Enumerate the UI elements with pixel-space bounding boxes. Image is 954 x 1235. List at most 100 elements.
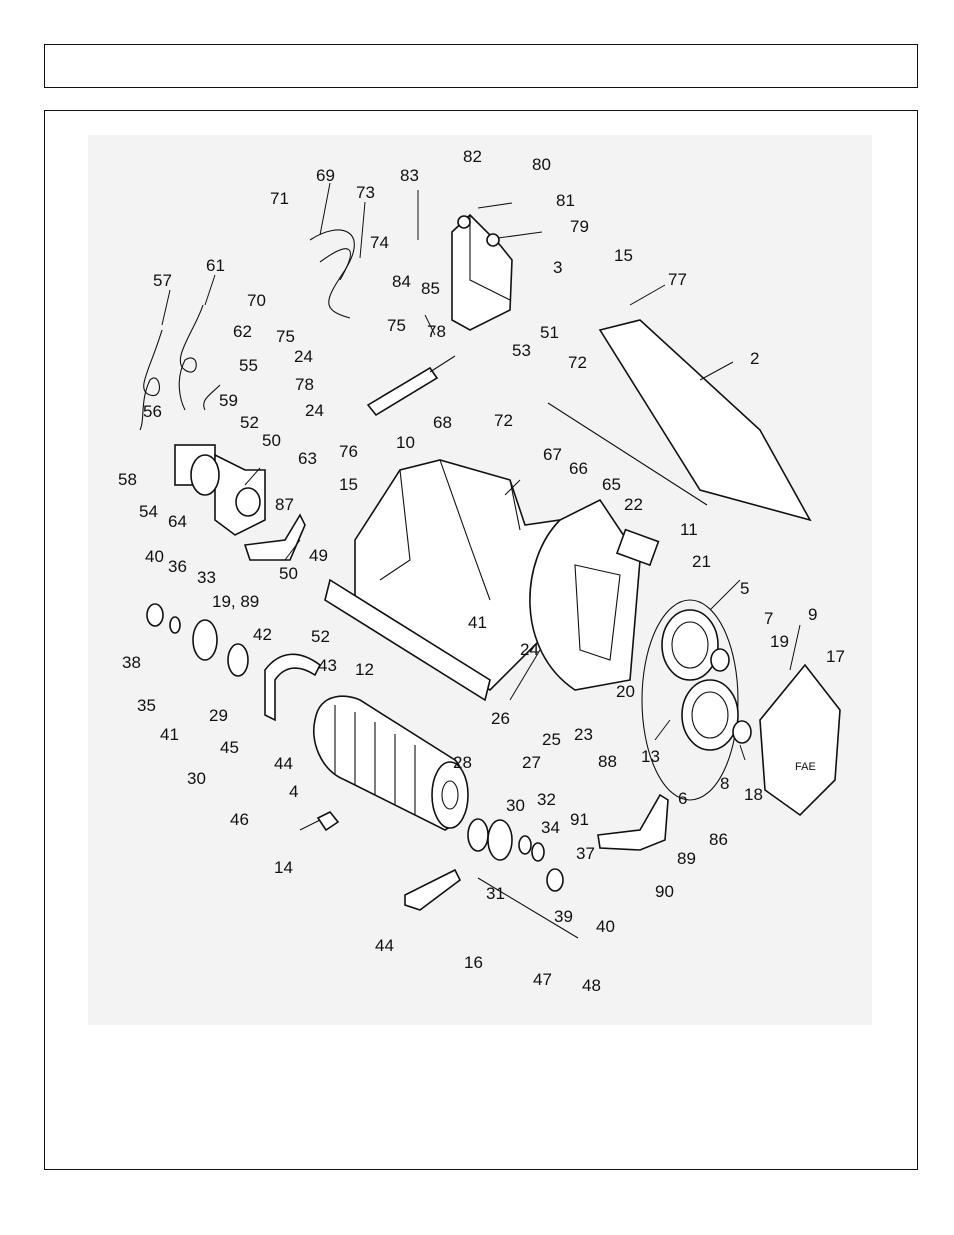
callout-21: 21 xyxy=(692,552,711,571)
hydraulic-hose-55 xyxy=(203,384,221,411)
drive-belt xyxy=(641,599,739,801)
callout-77: 77 xyxy=(668,270,687,289)
callout-40a: 40 xyxy=(145,547,164,566)
callout-72b: 72 xyxy=(494,411,513,430)
callout-50b: 50 xyxy=(279,564,298,583)
callout-41b: 41 xyxy=(160,725,179,744)
callout-81: 81 xyxy=(556,191,575,210)
callout-24b: 24 xyxy=(305,401,324,420)
rear-flap xyxy=(598,319,812,522)
callout-67: 67 xyxy=(543,445,562,464)
bearing-right xyxy=(467,818,489,852)
callout-79: 79 xyxy=(570,217,589,236)
bearing-flange xyxy=(192,619,218,661)
hitch-frame xyxy=(451,213,513,331)
rotor-guard xyxy=(264,653,322,722)
callout-14: 14 xyxy=(274,858,293,877)
callout-38: 38 xyxy=(122,653,141,672)
callout-90: 90 xyxy=(655,882,674,901)
callout-78a: 78 xyxy=(427,322,446,341)
callout-17: 17 xyxy=(826,647,845,666)
callout-26: 26 xyxy=(491,709,510,728)
callout-35: 35 xyxy=(137,696,156,715)
callout-52a: 52 xyxy=(240,413,259,432)
callout-13: 13 xyxy=(641,747,660,766)
callout-59: 59 xyxy=(219,391,238,410)
callout-72a: 72 xyxy=(568,353,587,372)
callout-25: 25 xyxy=(542,730,561,749)
callout-42: 42 xyxy=(253,625,272,644)
callout-48: 48 xyxy=(582,976,601,995)
callout-19-89: 19, 89 xyxy=(212,592,259,611)
callout-56: 56 xyxy=(143,402,162,421)
callout-44a: 44 xyxy=(274,754,293,773)
callout-83: 83 xyxy=(400,166,419,185)
callout-24c: 24 xyxy=(520,640,539,659)
callout-57: 57 xyxy=(153,271,172,290)
callout-12: 12 xyxy=(355,660,374,679)
callout-68: 68 xyxy=(433,413,452,432)
callout-37: 37 xyxy=(576,844,595,863)
callout-55: 55 xyxy=(239,356,258,375)
callout-24a: 24 xyxy=(294,347,313,366)
callout-91: 91 xyxy=(570,810,589,829)
callout-23: 23 xyxy=(574,725,593,744)
callout-74: 74 xyxy=(370,233,389,252)
callout-15a: 15 xyxy=(614,246,633,265)
callout-78b: 78 xyxy=(295,375,314,394)
lower-shaft xyxy=(477,877,579,939)
callout-10: 10 xyxy=(396,433,415,452)
callout-44b: 44 xyxy=(375,936,394,955)
skid-87 xyxy=(243,513,306,561)
callout-32: 32 xyxy=(537,790,556,809)
callout-61: 61 xyxy=(206,256,225,275)
callout-27: 27 xyxy=(522,753,541,772)
callout-20: 20 xyxy=(616,682,635,701)
callout-75b: 75 xyxy=(387,316,406,335)
callout-64: 64 xyxy=(168,512,187,531)
callout-labels: 69 73 83 82 80 71 81 79 74 3 61 57 84 15… xyxy=(118,147,845,995)
callout-45: 45 xyxy=(220,738,239,757)
callout-3: 3 xyxy=(553,258,562,277)
callout-50a: 50 xyxy=(262,431,281,450)
callout-2: 2 xyxy=(750,349,759,368)
hydraulic-hose-57 xyxy=(139,329,163,431)
callout-58: 58 xyxy=(118,470,137,489)
callout-11: 11 xyxy=(680,520,698,539)
callout-86: 86 xyxy=(709,830,728,849)
callout-15b: 15 xyxy=(339,475,358,494)
callout-43: 43 xyxy=(318,656,337,675)
callout-73: 73 xyxy=(356,183,375,202)
callout-88: 88 xyxy=(598,752,617,771)
callout-39: 39 xyxy=(554,907,573,926)
callout-84: 84 xyxy=(392,272,411,291)
callout-82: 82 xyxy=(463,147,482,166)
callout-41a: 41 xyxy=(468,613,487,632)
callout-49: 49 xyxy=(309,546,328,565)
callout-53: 53 xyxy=(512,341,531,360)
callout-31: 31 xyxy=(486,884,505,903)
callout-46: 46 xyxy=(230,810,249,829)
upper-pulley xyxy=(661,609,719,681)
callout-54: 54 xyxy=(139,502,158,521)
belt-cover xyxy=(759,663,841,817)
callout-40b: 40 xyxy=(596,917,615,936)
callout-87: 87 xyxy=(275,495,294,514)
hydraulic-hose-69 xyxy=(309,229,355,319)
callout-51: 51 xyxy=(540,323,559,342)
callout-62: 62 xyxy=(233,322,252,341)
callout-30a: 30 xyxy=(187,769,206,788)
callout-70: 70 xyxy=(247,291,266,310)
callout-85: 85 xyxy=(421,279,440,298)
callout-89: 89 xyxy=(677,849,696,868)
header-box xyxy=(44,44,918,88)
callout-47: 47 xyxy=(533,970,552,989)
callout-18: 18 xyxy=(744,785,763,804)
callout-7: 7 xyxy=(764,609,773,628)
skid-86 xyxy=(597,793,669,851)
callout-4: 4 xyxy=(289,782,298,801)
callout-63: 63 xyxy=(298,449,317,468)
callout-28: 28 xyxy=(453,753,472,772)
callout-36: 36 xyxy=(168,557,187,576)
